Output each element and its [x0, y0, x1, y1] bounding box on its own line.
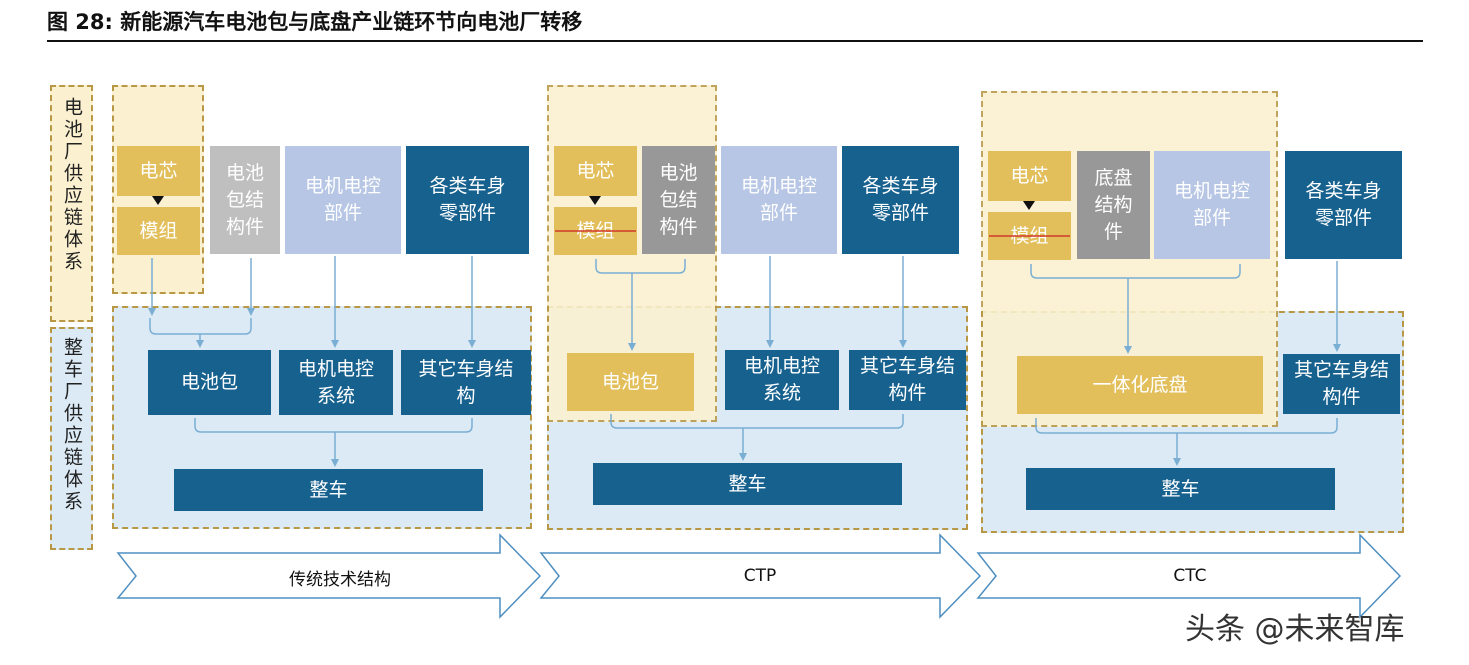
figure-title: 图 28: 新能源汽车电池包与底盘产业链环节向电池厂转移 — [47, 10, 583, 34]
ctc-integrated-chassis-box: 一体化底盘 — [1017, 356, 1263, 414]
title-divider — [47, 40, 1423, 42]
trad-merge-bracket — [194, 418, 473, 433]
ctp-merge-bracket — [610, 414, 904, 429]
ctp-pack-structure-label: 电池包结构件 — [659, 161, 698, 238]
trad-vehicle-box: 整车 — [174, 469, 483, 511]
trad-other-body-box: 其它车身结构 — [401, 350, 531, 415]
oem-supply-chain-text: 整车厂供应链体系 — [61, 337, 83, 513]
ctp-other-body-label: 其它车身结构件 — [859, 355, 955, 404]
ctp-battery-pack-box: 电池包 — [567, 353, 694, 411]
ctc-other-body-box: 其它车身结构件 — [1283, 354, 1400, 414]
ctc-other-body-label: 其它车身结构件 — [1293, 359, 1389, 408]
ctc-cell-label: 电芯 — [1010, 164, 1049, 187]
ctc-body-parts-box: 各类车身零部件 — [1285, 151, 1402, 259]
trad-battery-pack-label: 电池包 — [180, 371, 238, 393]
ctp-stage-label: CTP — [743, 566, 777, 586]
ctc-top-bracket — [1030, 264, 1241, 279]
ctc-stage-arrow — [976, 533, 1402, 619]
trad-motor-system-box: 电机电控系统 — [279, 350, 393, 415]
ctp-other-body-box: 其它车身结构件 — [849, 350, 966, 410]
ctp-battery-pack-label: 电池包 — [601, 370, 659, 393]
battery-supply-chain-label: 电池厂供应链体系 — [50, 85, 93, 322]
trad-body-parts-box: 各类车身零部件 — [406, 146, 529, 254]
ctp-cell-label: 电芯 — [576, 159, 615, 182]
trad-pack-structure-label: 电池包结构件 — [225, 161, 264, 238]
ctp-motor-parts-label: 电机电控部件 — [741, 175, 818, 224]
ctp-motor-system-box: 电机电控系统 — [725, 350, 839, 410]
ctp-cell-to-module-arrow-icon — [589, 196, 601, 205]
ctp-body-parts-label: 各类车身零部件 — [862, 175, 939, 224]
ctc-motor-parts-box: 电机电控部件 — [1154, 151, 1270, 259]
ctc-vehicle-label: 整车 — [1161, 477, 1200, 500]
ctc-body-parts-label: 各类车身零部件 — [1305, 180, 1382, 229]
ctp-vehicle-box: 整车 — [593, 463, 902, 505]
ctp-motor-system-label: 电机电控系统 — [743, 355, 820, 404]
ctc-chassis-structure-box: 底盘结构件 — [1077, 151, 1150, 259]
ctc-merge-bracket — [1035, 418, 1338, 434]
trad-cell-box: 电芯 — [117, 146, 200, 196]
trad-battery-pack-box: 电池包 — [148, 350, 271, 415]
ctp-motor-parts-box: 电机电控部件 — [721, 146, 837, 254]
trad-cell-to-module-arrow-icon — [152, 196, 164, 205]
trad-motor-system-label: 电机电控系统 — [297, 357, 374, 407]
ctc-integrated-chassis-label: 一体化底盘 — [1092, 373, 1188, 396]
ctc-stage-label: CTC — [1173, 566, 1207, 586]
traditional-stage-label: 传统技术结构 — [289, 570, 391, 590]
ctc-cell-box: 电芯 — [988, 151, 1071, 201]
trad-cell-label: 电芯 — [139, 159, 178, 182]
ctp-stage-arrow — [539, 533, 982, 619]
watermark-text: 头条 @未来智库 — [1185, 612, 1405, 647]
traditional-stage-arrow — [116, 533, 542, 619]
trad-pack-structure-box: 电池包结构件 — [210, 146, 280, 254]
ctp-cell-box: 电芯 — [554, 146, 637, 196]
trad-module-box: 模组 — [117, 207, 200, 255]
ctp-body-parts-box: 各类车身零部件 — [842, 146, 959, 254]
battery-supply-chain-text: 电池厂供应链体系 — [61, 97, 83, 273]
ctc-motor-parts-label: 电机电控部件 — [1174, 180, 1251, 229]
ctc-vehicle-box: 整车 — [1026, 468, 1335, 510]
trad-vehicle-label: 整车 — [309, 478, 348, 501]
trad-body-parts-label: 各类车身零部件 — [429, 175, 506, 224]
ctc-chassis-structure-label: 底盘结构件 — [1094, 166, 1133, 243]
ctp-top-bracket — [595, 259, 686, 274]
trad-bracket — [149, 318, 252, 335]
ctp-pack-structure-box: 电池包结构件 — [642, 146, 715, 254]
trad-motor-parts-label: 电机电控部件 — [305, 175, 382, 224]
ctc-cell-to-module-arrow-icon — [1023, 201, 1035, 210]
ctp-vehicle-label: 整车 — [728, 472, 767, 495]
trad-motor-parts-box: 电机电控部件 — [285, 146, 401, 254]
oem-supply-chain-label: 整车厂供应链体系 — [50, 327, 93, 550]
trad-module-label: 模组 — [139, 219, 178, 242]
trad-other-body-label: 其它车身结构 — [418, 357, 514, 407]
